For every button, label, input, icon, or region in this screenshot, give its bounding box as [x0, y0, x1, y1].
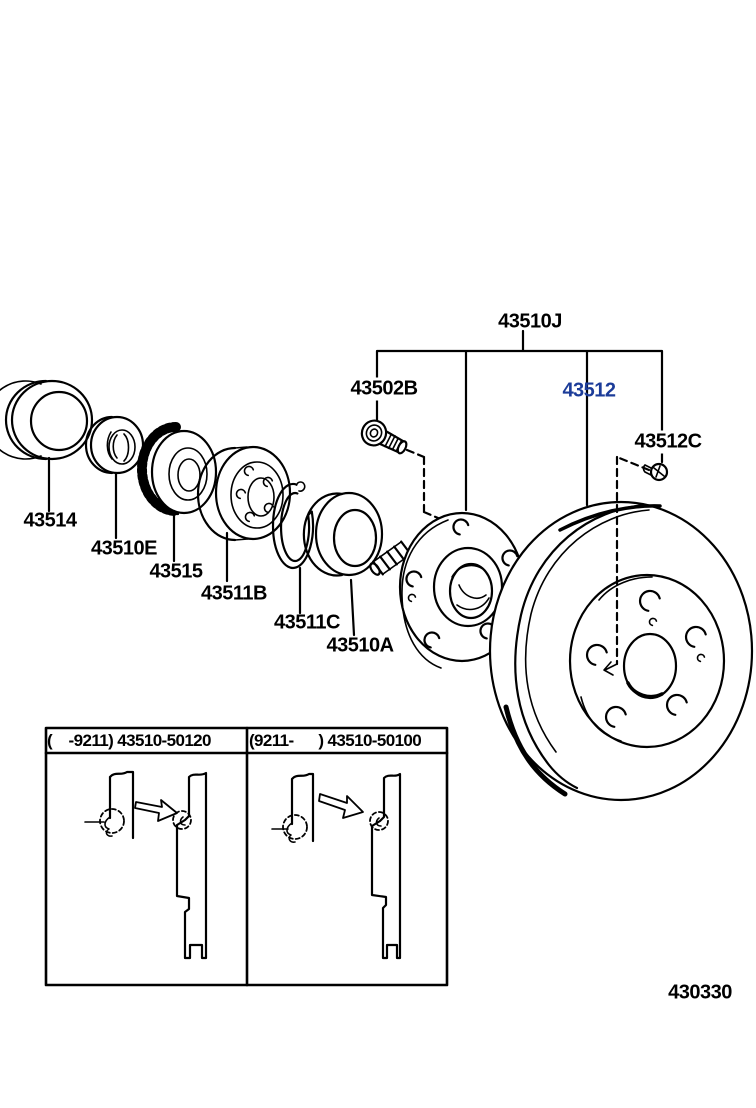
inset-box: [44, 726, 449, 987]
part-label-43510E[interactable]: 43510E: [91, 537, 157, 560]
part-label-43511C[interactable]: 43511C: [274, 611, 340, 634]
inset-left-drawing: [84, 770, 208, 960]
inset-header-left: ( -9211) 43510-50120: [47, 730, 211, 750]
brake-disc-drawing: [488, 500, 754, 802]
selected-part-label[interactable]: 43512: [562, 379, 616, 402]
figure-code: 430330: [668, 981, 732, 1004]
bearing-43515-drawing: [137, 422, 218, 563]
deflector-ring-drawing: [302, 491, 384, 577]
part-label-43515[interactable]: 43515: [149, 560, 203, 583]
bearing-43510E-drawing: [84, 415, 145, 540]
inset-right-drawing: [271, 772, 402, 960]
hub-bolt-drawing: [360, 419, 408, 455]
part-label-43511B[interactable]: 43511B: [201, 582, 267, 605]
set-screw-drawing: [642, 462, 669, 482]
inset-header-right: (9211- ) 43510-50100: [249, 730, 422, 750]
part-label-43502B[interactable]: 43502B: [347, 377, 421, 401]
part-label-43512C[interactable]: 43512C: [631, 430, 705, 454]
part-label-43510J[interactable]: 43510J: [498, 310, 562, 333]
part-label-43510A[interactable]: 43510A: [326, 634, 394, 657]
race-43511B-drawing: [196, 445, 292, 583]
callout-bracket: [375, 329, 664, 512]
dashed-leaders: [405, 448, 651, 676]
snap-ring-43511C-drawing: [271, 481, 315, 615]
part-label-43514[interactable]: 43514: [23, 509, 77, 532]
spindle-threads-drawing: [369, 540, 412, 576]
seal-43514-drawing: [0, 379, 94, 513]
